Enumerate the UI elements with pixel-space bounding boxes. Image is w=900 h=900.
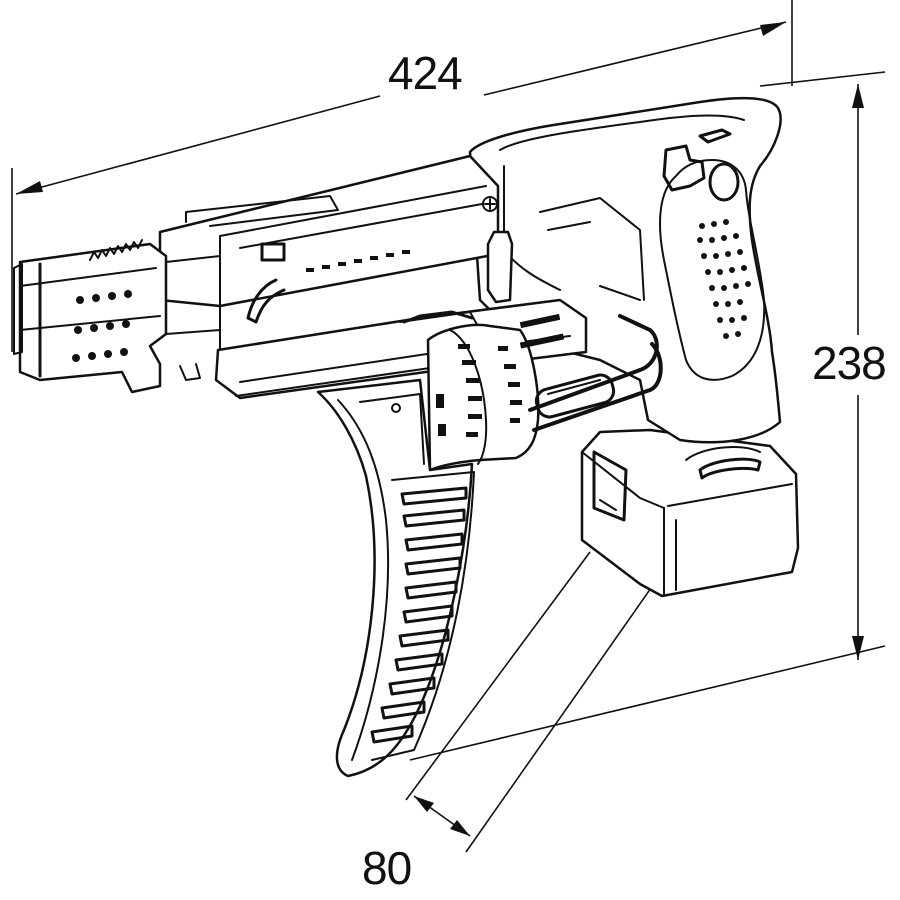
grip-dots [697, 219, 751, 339]
height-dimension-label: 238 [812, 337, 887, 389]
battery-pack [580, 428, 800, 598]
dial-marks [436, 344, 522, 437]
extension-grip [316, 378, 475, 778]
width-dimension-label: 80 [362, 842, 412, 894]
feed-dial [426, 313, 663, 472]
nose-holes [72, 290, 132, 362]
dimension-lines [11, 0, 886, 853]
length-dimension-label: 424 [388, 47, 463, 99]
scale-marks [306, 250, 410, 272]
motor-housing [468, 96, 782, 444]
grip-slots [370, 486, 468, 744]
slide-rail [158, 154, 588, 400]
nose-piece [13, 239, 221, 394]
